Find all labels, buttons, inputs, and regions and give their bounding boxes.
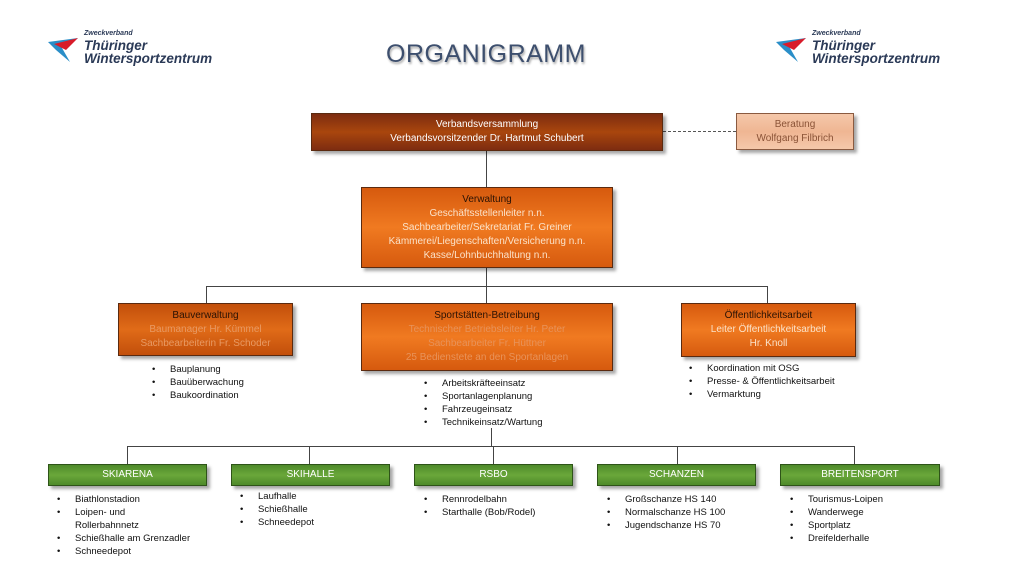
box-line: Sachbearbeiterin Fr. Schoder xyxy=(140,337,271,349)
box-line: Verbandsvorsitzender Dr. Hartmut Schuber… xyxy=(390,133,584,144)
connector-facility-1 xyxy=(127,446,128,464)
box-line: Geschäftsstellenleiter n.n. xyxy=(429,207,545,219)
connector-facility-5 xyxy=(854,446,855,464)
list-item: Wanderwege xyxy=(783,506,883,519)
page-title: ORGANIGRAMM xyxy=(386,40,586,68)
box-line: Leiter Öffentlichkeitsarbeit xyxy=(710,324,827,335)
list-item: Koordination mit OSG xyxy=(682,362,835,375)
box-line: Kasse/Lohnbuchhaltung n.n. xyxy=(423,249,551,261)
list-item: Biathlonstadion xyxy=(50,493,190,506)
logo-line1: Thüringer xyxy=(84,38,147,53)
list-item: Rennrodelbahn xyxy=(417,493,535,506)
box-skihalle: SKIHALLE xyxy=(231,464,390,486)
list-item: Dreifelderhalle xyxy=(783,532,883,545)
logo-line1: Thüringer xyxy=(812,38,875,53)
list-item-text: Rollerbahnnetz xyxy=(75,520,139,531)
box-heading: Öffentlichkeitsarbeit xyxy=(724,310,813,321)
box-line: Kämmerei/Liegenschaften/Versicherung n.n… xyxy=(388,235,586,247)
connector-sport-down xyxy=(491,428,492,446)
list-item: Baukoordination xyxy=(145,389,244,402)
logo-swoosh-icon xyxy=(776,38,806,62)
box-line: 25 Bedienstete an den Sportanlagen xyxy=(405,352,569,363)
connector-dept-1 xyxy=(206,286,207,303)
box-schanzen: SCHANZEN xyxy=(597,464,756,486)
box-sportstaetten: Sportstätten-Betreibung Technischer Betr… xyxy=(361,303,613,371)
box-line: Sachbearbeiter/Sekretariat Fr. Greiner xyxy=(402,221,572,233)
logo-right: Zweckverband Thüringer Wintersportzentru… xyxy=(776,30,951,72)
box-heading: Beratung xyxy=(774,118,816,130)
logo-small-text: Zweckverband xyxy=(84,30,133,37)
list-item: Schießhalle xyxy=(233,503,314,516)
box-verbandsversammlung: Verbandsversammlung Verbandsvorsitzender… xyxy=(311,113,663,151)
connector-advice xyxy=(663,131,736,132)
list-item: Laufhalle xyxy=(233,490,314,503)
box-beratung: Beratung Wolfgang Filbrich xyxy=(736,113,854,150)
box-heading: Sportstätten-Betreibung xyxy=(434,310,540,321)
connector-top-admin xyxy=(486,151,487,187)
list-item: Bauplanung xyxy=(145,363,244,376)
connector-dept-2 xyxy=(486,286,487,303)
connector-facility-bar xyxy=(127,446,854,447)
list-item: Schneedepot xyxy=(50,545,190,558)
facility-list-schanzen: Großschanze HS 140 Normalschanze HS 100 … xyxy=(600,493,725,532)
facility-list-breitensport: Tourismus-Loipen Wanderwege Sportplatz D… xyxy=(783,493,883,545)
list-item: Großschanze HS 140 xyxy=(600,493,725,506)
connector-facility-3 xyxy=(493,446,494,464)
connector-admin-down xyxy=(486,268,487,286)
task-list-bauverwaltung: Bauplanung Bauüberwachung Baukoordinatio… xyxy=(145,363,244,402)
box-oeffentlichkeitsarbeit: Öffentlichkeitsarbeit Leiter Öffentlichk… xyxy=(681,303,856,357)
list-item: Sportanlagenplanung xyxy=(417,390,543,403)
list-item: Loipen- und xyxy=(50,506,190,519)
task-list-oeffentlichkeitsarbeit: Koordination mit OSG Presse- & Öffentlic… xyxy=(682,362,835,401)
list-item: Starthalle (Bob/Rodel) xyxy=(417,506,535,519)
list-item: Jugendschanze HS 70 xyxy=(600,519,725,532)
list-item: Normalschanze HS 100 xyxy=(600,506,725,519)
box-skiarena: SKIARENA xyxy=(48,464,207,486)
box-breitensport: BREITENSPORT xyxy=(780,464,940,486)
list-item: Schießhalle am Grenzadler xyxy=(50,532,190,545)
list-item: Technikeinsatz/Wartung xyxy=(417,416,543,429)
connector-facility-4 xyxy=(677,446,678,464)
box-heading: Verbandsversammlung xyxy=(435,119,539,130)
list-item: Sportplatz xyxy=(783,519,883,532)
box-verwaltung: Verwaltung Geschäftsstellenleiter n.n. S… xyxy=(361,187,613,268)
task-list-sportstaetten: Arbeitskräfteeinsatz Sportanlagenplanung… xyxy=(417,377,543,429)
box-line: Technischer Betriebsleiter Hr. Peter xyxy=(408,324,566,335)
logo-line2: Wintersportzentrum xyxy=(812,51,941,66)
logo-swoosh-icon xyxy=(48,38,78,62)
box-line: Hr. Knoll xyxy=(749,338,788,349)
list-item-continuation: Rollerbahnnetz xyxy=(50,519,190,532)
box-rsbo: RSBO xyxy=(414,464,573,486)
facility-list-skihalle: Laufhalle Schießhalle Schneedepot xyxy=(233,490,314,529)
box-heading: Bauverwaltung xyxy=(172,309,239,321)
list-item: Presse- & Öffentlichkeitsarbeit xyxy=(682,375,835,388)
list-item: Tourismus-Loipen xyxy=(783,493,883,506)
list-item: Schneedepot xyxy=(233,516,314,529)
box-line: Baumanager Hr. Kümmel xyxy=(149,323,262,335)
list-item: Bauüberwachung xyxy=(145,376,244,389)
list-item: Arbeitskräfteeinsatz xyxy=(417,377,543,390)
box-heading: Verwaltung xyxy=(462,193,512,205)
logo-left: Zweckverband Thüringer Wintersportzentru… xyxy=(48,30,223,72)
connector-dept-3 xyxy=(767,286,768,303)
facility-list-rsbo: Rennrodelbahn Starthalle (Bob/Rodel) xyxy=(417,493,535,519)
list-item: Fahrzeugeinsatz xyxy=(417,403,543,416)
connector-facility-2 xyxy=(309,446,310,464)
facility-list-skiarena: Biathlonstadion Loipen- und Rollerbahnne… xyxy=(50,493,190,558)
box-line: Wolfgang Filbrich xyxy=(756,132,834,144)
box-line: Sachbearbeiter Fr. Hüttner xyxy=(428,338,546,349)
list-item: Vermarktung xyxy=(682,388,835,401)
logo-line2: Wintersportzentrum xyxy=(84,51,213,66)
logo-small-text: Zweckverband xyxy=(812,30,861,37)
box-bauverwaltung: Bauverwaltung Baumanager Hr. Kümmel Sach… xyxy=(118,303,293,356)
